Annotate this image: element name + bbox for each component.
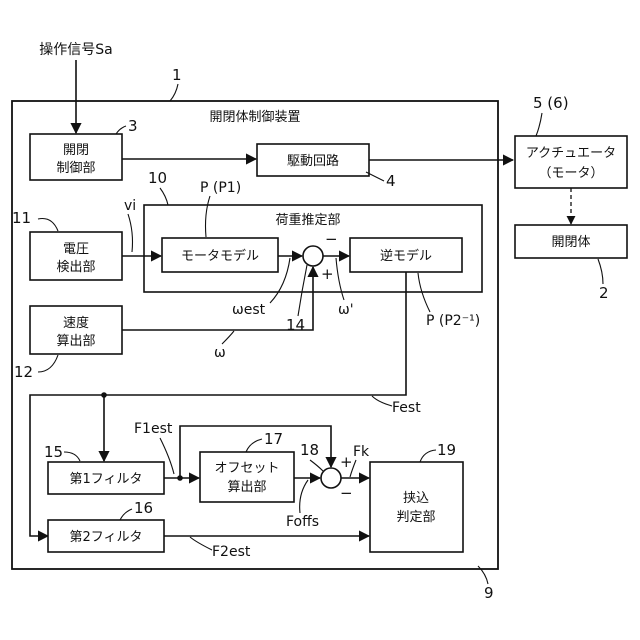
operation-signal-label: 操作信号Sa	[39, 42, 112, 58]
pinch-judgement-box	[370, 462, 463, 552]
sum14-plus-sign: +	[321, 265, 334, 283]
motor-model-label: モータモデル	[181, 248, 259, 264]
fest-leader	[372, 396, 392, 406]
voltage-detector-line1: 電圧	[63, 242, 89, 257]
ref-10-leader	[160, 188, 168, 205]
ref-2-leader	[598, 259, 603, 284]
omega-label: ω	[214, 345, 226, 361]
inverse-model-label: 逆モデル	[380, 248, 432, 264]
west-label: ωest	[232, 302, 266, 318]
fk-label: Fk	[353, 444, 370, 460]
pinch-judgement-line2: 判定部	[396, 510, 435, 525]
offset-calculator-line1: オフセット	[214, 461, 279, 476]
foffs-label: Foffs	[286, 514, 319, 530]
omega-leader	[222, 331, 234, 344]
load-estimator-title: 荷重推定部	[275, 212, 340, 228]
voltage-detector-line2: 検出部	[56, 260, 95, 275]
control-unit-line2: 制御部	[56, 161, 95, 176]
ref-14: 14	[286, 316, 305, 334]
ref-5-6: 5 (6)	[533, 94, 569, 112]
pinch-judgement-line1: 挟込	[403, 491, 429, 506]
offset-calculator-line2: 算出部	[227, 480, 266, 495]
omega-prime-label: ω'	[338, 302, 354, 318]
f1est-label: F1est	[134, 421, 173, 437]
summing-junction-18	[321, 468, 341, 488]
ref-3: 3	[128, 117, 138, 135]
ref-19: 19	[437, 441, 456, 459]
ref-4: 4	[386, 172, 396, 190]
ref-1-leader	[170, 84, 178, 101]
filter1-label: 第1フィルタ	[69, 472, 142, 487]
ref-14-leader	[298, 265, 307, 316]
f2est-label: F2est	[212, 544, 251, 560]
ref-18-leader	[310, 460, 323, 471]
foffs-leader	[300, 480, 308, 513]
actuator-line2: （モータ）	[538, 166, 603, 181]
ref-16-leader	[120, 509, 132, 520]
control-unit-line1: 開閉	[63, 143, 89, 158]
device-title: 開閉体制御装置	[209, 110, 300, 125]
fest-label: Fest	[392, 400, 421, 416]
filter2-label: 第2フィルタ	[69, 530, 142, 545]
sum18-minus-sign: −	[340, 484, 353, 502]
ref-19-leader	[420, 450, 436, 462]
speed-calculator-line2: 算出部	[56, 334, 95, 349]
ref-2: 2	[599, 284, 609, 302]
vi-leader	[128, 214, 133, 252]
p-p1-leader	[206, 196, 211, 237]
speed-calculator-line1: 速度	[63, 315, 89, 331]
omega-prime-leader	[336, 258, 344, 300]
ref-12: 12	[14, 363, 33, 381]
opening-body-label: 開閉体	[551, 235, 590, 250]
f2est-leader	[190, 537, 212, 550]
ref-12-leader	[38, 355, 58, 372]
ref-18: 18	[300, 441, 319, 459]
ref-11-leader	[38, 219, 58, 232]
p-p2inv-label: P (P2⁻¹)	[426, 313, 480, 329]
ref-17: 17	[264, 430, 283, 448]
ref-10: 10	[148, 169, 167, 187]
sum18-plus-sign: +	[340, 453, 353, 471]
drive-circuit-label: 駆動回路	[287, 153, 339, 169]
ref-17-leader	[246, 439, 262, 452]
sum14-minus-sign: −	[325, 230, 338, 248]
summing-junction-14	[303, 246, 323, 266]
ref-15-leader	[64, 452, 80, 461]
vi-label: vi	[124, 198, 136, 214]
ref-5-leader	[536, 113, 542, 136]
ref-3-leader	[116, 126, 126, 134]
ref-16: 16	[134, 499, 153, 517]
ref-11: 11	[12, 209, 31, 227]
actuator-line1: アクチュエータ	[526, 146, 616, 161]
ref-15: 15	[44, 443, 63, 461]
ref-1: 1	[172, 66, 182, 84]
p-p1-label: P (P1)	[200, 180, 241, 196]
ref-9: 9	[484, 584, 494, 602]
omega-arrow	[122, 267, 313, 330]
